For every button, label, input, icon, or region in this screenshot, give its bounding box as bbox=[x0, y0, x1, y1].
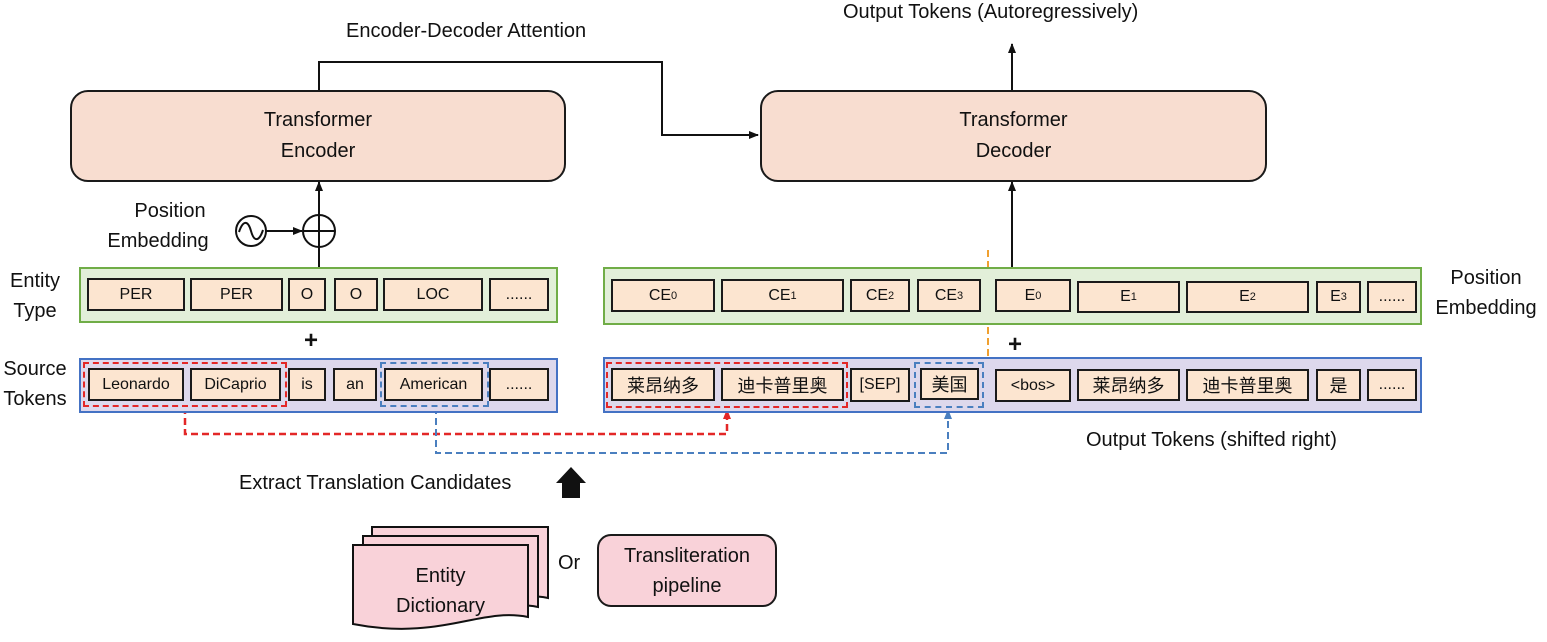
or-label: Or bbox=[558, 552, 581, 574]
output-embedding-token: ...... bbox=[1367, 281, 1417, 313]
entity-dictionary-line1: Entity bbox=[415, 565, 466, 587]
person-candidate-highlight bbox=[606, 362, 848, 408]
source-token: is bbox=[288, 368, 326, 401]
source-tokens-label-line1: Source bbox=[3, 358, 67, 380]
location-candidate-highlight bbox=[914, 362, 984, 408]
candidate-token: 迪卡普里奥 bbox=[721, 368, 844, 401]
source-token: ...... bbox=[489, 368, 549, 401]
transliteration-line2: pipeline bbox=[652, 574, 722, 597]
extract-candidates-label: Extract Translation Candidates bbox=[239, 472, 512, 494]
extract-up-arrow bbox=[556, 467, 586, 498]
output-token: 莱昂纳多 bbox=[1077, 369, 1180, 401]
entity-type-token: O bbox=[334, 278, 378, 311]
blue-candidate-link bbox=[435, 407, 952, 454]
source-token: an bbox=[333, 368, 377, 401]
position-embedding-label-line2: Embedding bbox=[107, 230, 209, 252]
candidate-token: 莱昂纳多 bbox=[611, 368, 715, 401]
attention-arrow bbox=[318, 61, 759, 139]
transliteration-pipeline: Transliteration pipeline bbox=[597, 534, 777, 607]
entity-type-token: O bbox=[288, 278, 326, 311]
encoder-decoder-attention-label: Encoder-Decoder Attention bbox=[346, 20, 587, 42]
candidate-token: [SEP] bbox=[850, 368, 910, 402]
output-token: ...... bbox=[1367, 369, 1417, 401]
output-autoregressive-label: Output Tokens (Autoregressively) bbox=[843, 1, 1139, 23]
sine-wave bbox=[238, 221, 264, 241]
right-position-embedding-line1: Position bbox=[1450, 267, 1522, 289]
decoder-title-line1: Transformer bbox=[959, 109, 1068, 131]
output-token: 迪卡普里奥 bbox=[1186, 369, 1309, 401]
entity-dictionary-shape bbox=[352, 526, 549, 630]
source-token: DiCaprio bbox=[190, 368, 281, 401]
position-embedding-label-line1: Position bbox=[134, 200, 206, 222]
source-tokens-label-line2: Tokens bbox=[3, 388, 67, 410]
plus-sign-encoder: + bbox=[304, 327, 319, 354]
source-token: American bbox=[384, 368, 483, 401]
entity-dictionary-line2: Dictionary bbox=[396, 595, 485, 617]
entity-type-token: LOC bbox=[383, 278, 483, 311]
transformer-encoder: Transformer Encoder bbox=[70, 90, 566, 182]
entity-type-label-line2: Type bbox=[13, 300, 57, 322]
transformer-decoder: Transformer Decoder bbox=[760, 90, 1267, 182]
candidate-token: 美国 bbox=[920, 368, 979, 400]
output-token: <bos> bbox=[995, 369, 1071, 402]
entity-type-token: PER bbox=[87, 278, 185, 311]
location-entity-highlight bbox=[380, 362, 489, 407]
transliteration-line1: Transliteration bbox=[624, 544, 750, 567]
right-position-embedding-line2: Embedding bbox=[1435, 297, 1537, 319]
person-entity-highlight bbox=[83, 362, 287, 407]
entity-type-token: PER bbox=[190, 278, 283, 311]
encoder-title-line2: Encoder bbox=[280, 140, 356, 162]
plus-sign-decoder: + bbox=[1008, 331, 1023, 358]
encoder-title-line1: Transformer bbox=[263, 109, 373, 131]
red-candidate-link bbox=[183, 407, 731, 436]
entity-type-token: ...... bbox=[489, 278, 549, 311]
output-token: 是 bbox=[1316, 369, 1361, 401]
source-token: Leonardo bbox=[88, 368, 184, 401]
output-shifted-label: Output Tokens (shifted right) bbox=[1086, 429, 1337, 451]
entity-type-label-line1: Entity bbox=[9, 270, 61, 292]
decoder-title-line2: Decoder bbox=[975, 140, 1052, 162]
